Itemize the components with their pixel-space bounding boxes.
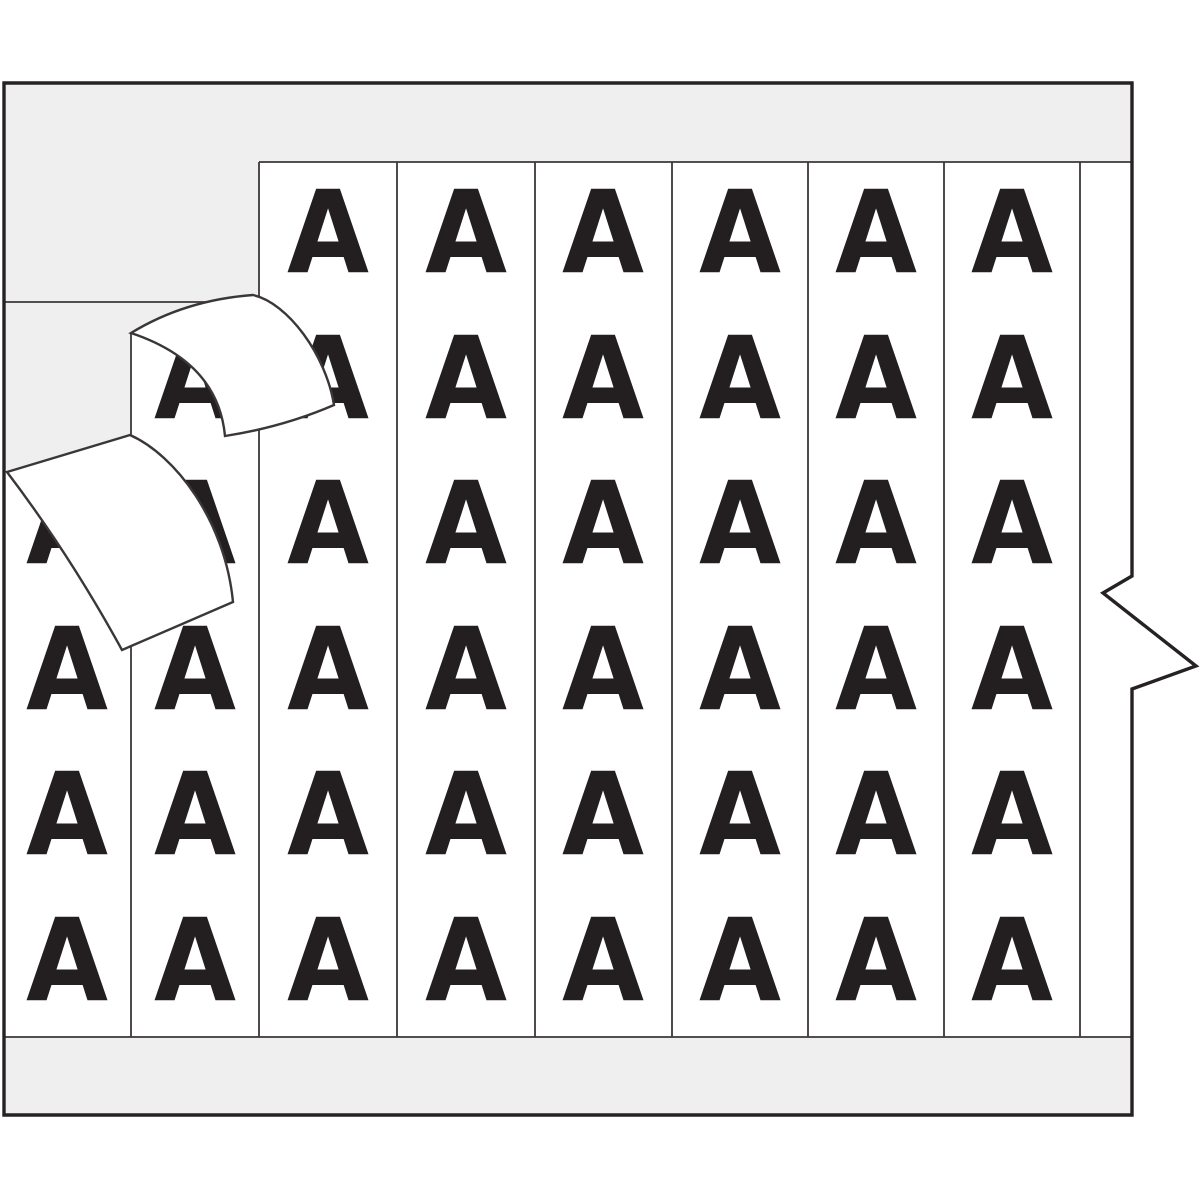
marker-letter: A [425,312,507,445]
marker-letter: A [287,457,369,590]
marker-letter: A [26,748,108,881]
marker-letter: A [562,748,644,881]
marker-letter: A [971,748,1053,881]
marker-letter: A [154,894,236,1027]
marker-letter: A [835,457,917,590]
marker-letter: A [562,166,644,299]
marker-letter: A [425,166,507,299]
marker-letter: A [425,457,507,590]
marker-letter: A [835,603,917,736]
marker-letter: A [562,894,644,1027]
marker-letter: A [699,312,781,445]
card-outline [2,81,1200,1117]
marker-letter: A [154,748,236,881]
marker-letter: A [835,166,917,299]
marker-letter: A [835,894,917,1027]
marker-letter: A [425,894,507,1027]
marker-letter: A [971,166,1053,299]
marker-letter: A [699,748,781,881]
liner-exposed-areas [4,162,259,473]
marker-letter: A [562,312,644,445]
marker-letter: A [26,894,108,1027]
marker-letter: A [699,894,781,1027]
marker-letter: A [835,748,917,881]
marker-letter: A [287,748,369,881]
marker-letter: A [699,603,781,736]
marker-letter: A [287,894,369,1027]
marker-letter: A [26,603,108,736]
marker-letter: A [835,312,917,445]
marker-letter: A [971,457,1053,590]
peeled-label-curl-bottom [4,433,235,652]
marker-letter: A [699,166,781,299]
marker-letter: A [562,603,644,736]
marker-letter: A [287,603,369,736]
marker-letter: A [562,457,644,590]
marker-letter: A [971,603,1053,736]
marker-letter: A [699,457,781,590]
marker-letter: A [971,312,1053,445]
liner-exposed-left-column [4,333,131,473]
marker-letter: A [287,166,369,299]
marker-letter: A [425,603,507,736]
marker-letter: A [971,894,1053,1027]
marker-letter: A [425,748,507,881]
liner-exposed-top-left [4,162,259,333]
peeled-label-curl-top [128,293,336,438]
